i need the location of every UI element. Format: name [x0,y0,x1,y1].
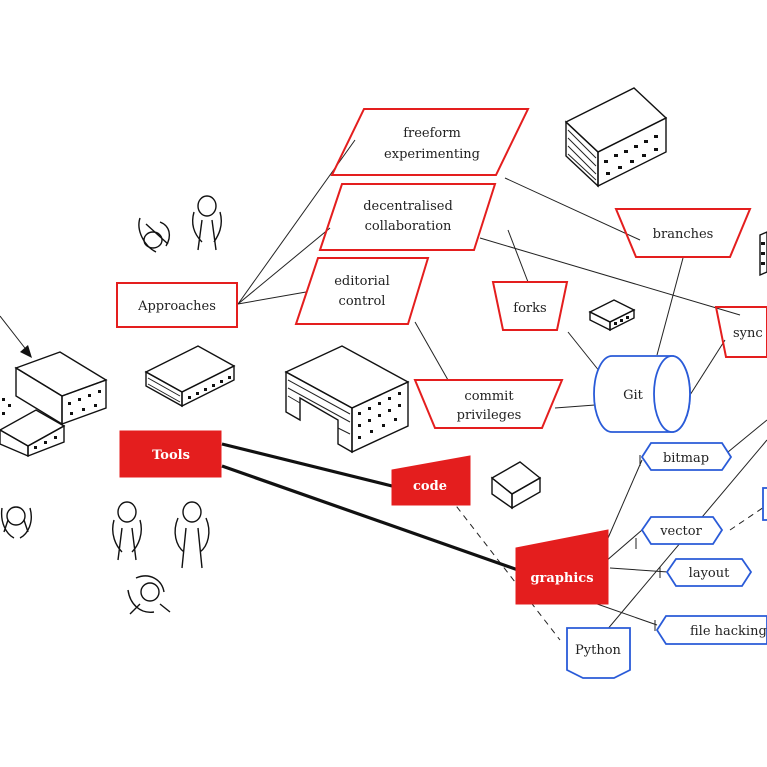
freeform-label-line1: freeform [403,126,461,141]
branches-label: branches [653,227,714,242]
forks-label: forks [513,301,546,316]
python-label: Python [575,643,622,658]
python-node[interactable]: Python [566,627,631,679]
file-hacking-node[interactable]: file hacking [655,615,767,645]
vector-label: vector [659,524,702,539]
decentralised-label-line1: decentralised [363,199,453,214]
building-icon [759,231,767,277]
person-icon [174,501,210,569]
commit-label-line1: commit [464,389,514,404]
desk-icon [144,345,236,408]
vector-node[interactable]: vector [640,516,724,545]
editorial-label-line2: control [339,294,386,309]
tools-label: Tools [152,448,190,463]
house-icon [490,461,542,510]
editorial-label-line1: editorial [334,274,390,289]
layout-label: layout [689,566,730,581]
approaches-node[interactable]: Approaches [116,282,238,328]
decentralised-label-line2: collaboration [365,219,452,234]
graphics-label: graphics [530,571,593,586]
git-node[interactable]: Git [593,355,691,433]
commit-privileges-node[interactable]: commit privileges [413,379,564,429]
bitmap-node[interactable]: bitmap [640,442,733,471]
forks-node[interactable]: forks [491,281,569,331]
tools-node[interactable]: Tools [119,430,222,478]
sync-label: sync [733,326,763,341]
sync-node[interactable]: sync [714,306,767,358]
person-icon [127,575,171,615]
approaches-label: Approaches [137,299,216,314]
building-icon [564,87,668,188]
person-icon [192,195,223,251]
person-icon [0,506,32,539]
desk-icon [0,351,108,458]
git-label: Git [623,388,644,403]
graphics-node[interactable]: graphics [515,529,609,605]
connectors [0,139,767,651]
code-label: code [413,479,447,494]
desk-icon [284,345,410,454]
person-icon [138,217,171,253]
offscreen-node-edge [762,487,767,521]
freeform-experimenting-node[interactable]: freeform experimenting [330,108,530,176]
bitmap-label: bitmap [663,451,709,466]
desk-icon [588,299,636,332]
layout-node[interactable]: layout [665,558,753,587]
editorial-control-node[interactable]: editorial control [294,257,430,325]
freeform-label-line2: experimenting [384,147,480,162]
code-node[interactable]: code [391,455,471,506]
file-hacking-label: file hacking [690,624,767,639]
branches-node[interactable]: branches [614,208,752,258]
decentralised-collaboration-node[interactable]: decentralised collaboration [318,183,497,251]
person-icon [112,501,142,561]
commit-label-line2: privileges [457,408,522,423]
